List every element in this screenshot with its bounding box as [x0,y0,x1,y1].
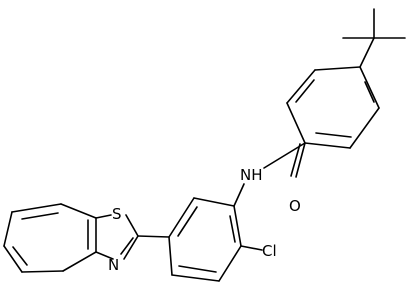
sulfur-label: S [112,205,122,223]
nitrogen-label: N [108,256,119,274]
tert-butyl-group [342,8,406,68]
nh-label: NH [240,166,263,184]
chloro-bond [240,245,263,251]
benzoyl-ring [286,66,380,149]
benzothiazole-benzene-ring [3,203,97,273]
amide-bonds [233,142,306,207]
chlorophenyl-ring [168,197,242,282]
biaryl-bond [137,235,170,238]
chlorine-label: Cl [262,242,277,260]
thiazole-ring [95,214,139,260]
oxygen-label: O [289,197,301,215]
